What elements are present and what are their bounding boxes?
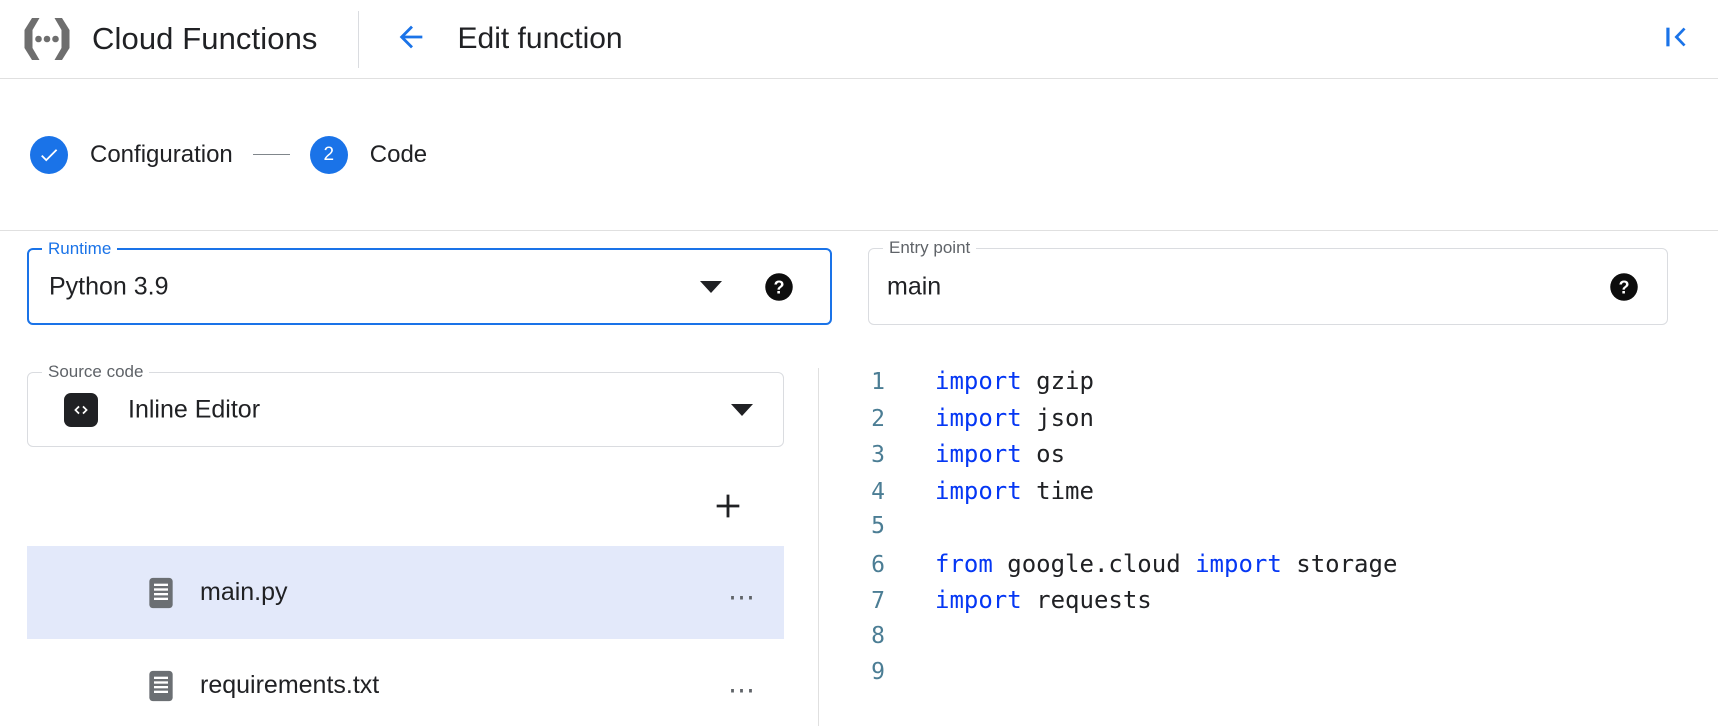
runtime-select[interactable]: Runtime Python 3.9 ? [27,239,832,325]
line-number: 5 [871,513,885,539]
code-step-body: Runtime Python 3.9 ? Entry point main ? [0,232,1718,726]
collapse-panel-icon [1661,21,1693,58]
file-list: main.py ⋯ requirements.txt ⋯ [27,546,784,726]
header-divider [357,10,359,68]
file-name: requirements.txt [200,671,380,699]
panel-divider [818,368,819,726]
stepper-step-configuration[interactable]: Configuration [30,135,233,174]
line-number: 4 [871,478,885,505]
code-keyword: import [935,367,1022,395]
line-number: 8 [871,622,885,649]
svg-text:?: ? [773,277,784,297]
code-identifier: requests [1021,586,1152,614]
runtime-label: Runtime [42,239,118,259]
code-identifier: os [1021,440,1066,468]
runtime-value: Python 3.9 [49,272,169,300]
overflow-menu-icon[interactable]: ⋯ [728,581,757,612]
step-number-badge: 2 [309,135,348,174]
code-text: from google.cloud import storage [935,550,1397,578]
inline-code-editor[interactable]: 1 import gzip 2 import json 3 import os 4 impor… [837,367,1718,726]
entry-point-value: main [887,272,942,300]
line-number: 2 [871,405,885,432]
line-number: 3 [871,442,885,468]
code-identifier: storage [1281,549,1398,578]
entry-point-label: Entry point [883,238,977,258]
code-line[interactable]: 9 [837,659,1718,696]
file-icon [147,576,175,610]
chevron-down-icon[interactable] [700,280,722,293]
source-code-value: Inline Editor [128,395,261,423]
stepper-label-configuration: Configuration [90,140,233,168]
code-text: import json [935,404,1094,432]
code-text: import time [935,477,1094,505]
check-icon [30,135,68,174]
code-text: import os [935,440,1065,468]
code-text: import requests [935,586,1152,614]
collapse-panel-button[interactable] [1656,18,1698,60]
cloud-functions-logo-icon [22,14,72,64]
code-keyword: import [935,440,1022,468]
code-keyword: import [935,476,1022,505]
brand-title: Cloud Functions [92,21,318,56]
back-button[interactable] [390,18,432,60]
code-keyword: import [935,403,1022,432]
code-text: import gzip [935,367,1094,395]
brand-block: Cloud Functions [0,0,318,78]
help-icon[interactable]: ? [764,272,794,302]
stepper-label-code: Code [369,140,428,168]
file-list-item-main-py[interactable]: main.py ⋯ [27,546,784,639]
arrow-left-icon [394,20,428,59]
help-icon[interactable]: ? [1609,272,1639,302]
code-brackets-icon [64,392,98,427]
line-number: 1 [871,369,885,395]
code-keyword: from [935,549,993,578]
line-number: 6 [871,551,885,578]
source-code-label: Source code [42,362,150,382]
app-header: Cloud Functions Edit function [0,0,1718,79]
file-icon [147,669,175,703]
code-identifier: json [1021,403,1094,432]
code-line[interactable]: 1 import gzip [837,367,1718,404]
code-keyword: import [935,586,1022,614]
file-list-item-requirements-txt[interactable]: requirements.txt ⋯ [27,639,784,726]
code-line[interactable]: 5 [837,513,1718,550]
line-number: 9 [871,659,885,685]
wizard-stepper: Configuration 2 Code [0,79,1718,231]
code-line[interactable]: 2 import json [837,404,1718,441]
plus-icon [711,489,745,528]
page-title: Edit function [457,22,623,55]
line-number: 7 [871,588,885,614]
code-line[interactable]: 3 import os [837,440,1718,477]
source-code-select[interactable]: Source code Inline Editor [27,362,784,447]
file-name: main.py [200,578,288,606]
code-line[interactable]: 4 import time [837,477,1718,514]
code-identifier: gzip [1021,367,1094,395]
code-line[interactable]: 6 from google.cloud import storage [837,550,1718,587]
code-identifier: google.cloud [992,549,1196,578]
entry-point-input[interactable]: Entry point main ? [868,238,1668,325]
stepper-connector [252,154,290,155]
code-keyword: import [1195,549,1282,578]
code-identifier: time [1021,476,1094,505]
svg-text:?: ? [1618,277,1629,297]
add-file-button[interactable] [706,486,750,530]
code-line[interactable]: 7 import requests [837,586,1718,623]
chevron-down-icon[interactable] [731,403,753,416]
overflow-menu-icon[interactable]: ⋯ [728,674,757,705]
code-line[interactable]: 8 [837,623,1718,660]
stepper-step-code[interactable]: 2 Code [309,135,428,174]
